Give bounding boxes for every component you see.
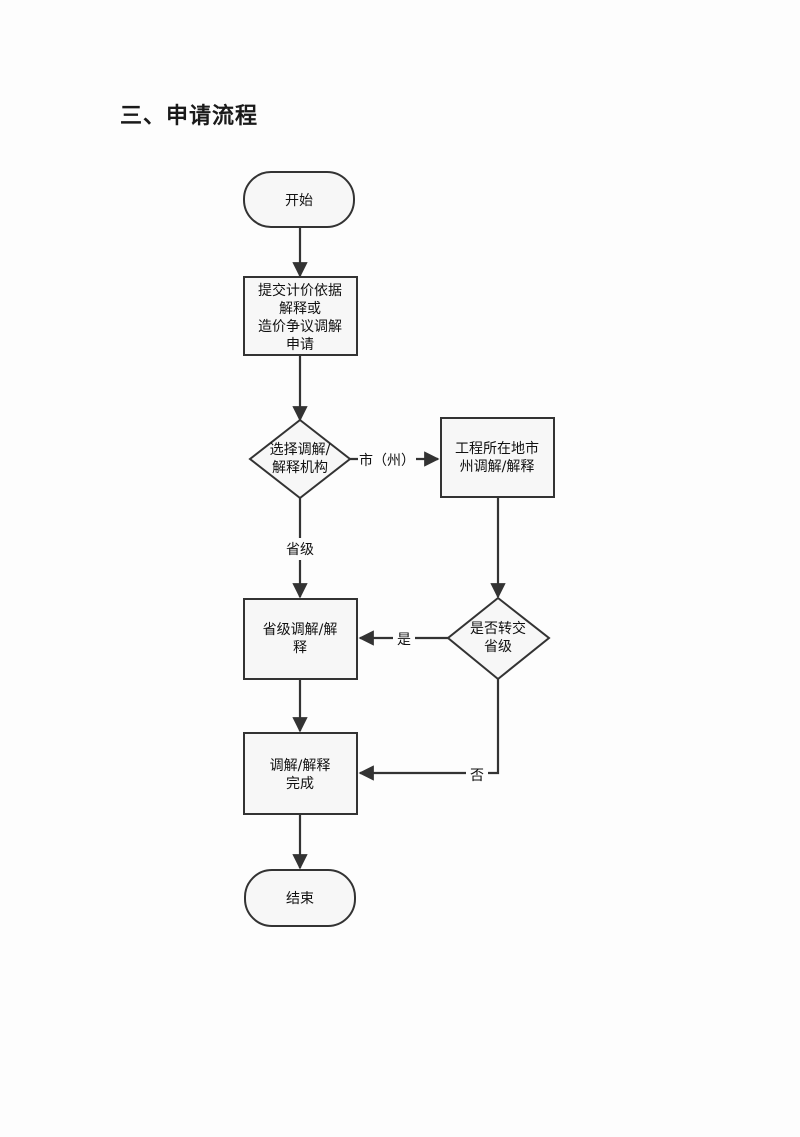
node-city-line-1: 工程所在地市: [455, 440, 539, 457]
node-complete-line-2: 完成: [286, 776, 314, 792]
node-submit-line-3: 造价争议调解: [258, 319, 342, 335]
node-city-line-2: 州调解/解释: [460, 459, 535, 475]
edge-label-bg: [466, 764, 488, 786]
node-end: 结束: [244, 869, 356, 927]
edge-transfer-complete: [358, 679, 500, 781]
node-province-line-1: 省级调解/解: [263, 622, 338, 638]
node-choose: 选择调解/ 解释机构: [248, 418, 352, 500]
node-submit: 提交计价依据 解释或 造价争议调解 申请: [243, 276, 358, 356]
node-province: 省级调解/解 释: [243, 598, 358, 680]
edge-label-city: 市（州）: [359, 452, 415, 469]
node-choose-line-1: 选择调解/: [270, 442, 331, 458]
node-start-label: 开始: [285, 193, 313, 209]
edge-label-bg: [358, 449, 416, 471]
node-transfer-line-1: 是否转交: [470, 620, 526, 637]
node-transfer: 是否转交 省级: [446, 596, 551, 681]
node-transfer-line-2: 省级: [484, 639, 512, 655]
node-complete-line-1: 调解/解释: [270, 758, 331, 774]
edge-label-bg: [280, 538, 320, 560]
edge-label-yes: 是: [397, 632, 411, 648]
node-submit-line-1: 提交计价依据: [258, 282, 342, 299]
node-submit-line-2: 解释或: [279, 301, 321, 317]
edge-label-province: 省级: [286, 542, 314, 558]
edge-label-bg: [393, 628, 415, 650]
node-province-line-2: 释: [293, 640, 307, 656]
node-end-label: 结束: [286, 891, 314, 907]
node-city: 工程所在地市 州调解/解释: [440, 417, 555, 498]
section-heading: 三、申请流程: [120, 104, 259, 129]
node-start: 开始: [243, 171, 355, 228]
edge-label-no: 否: [470, 768, 484, 784]
node-submit-line-4: 申请: [286, 337, 314, 353]
node-complete: 调解/解释 完成: [243, 732, 358, 815]
node-choose-line-2: 解释机构: [272, 460, 328, 476]
